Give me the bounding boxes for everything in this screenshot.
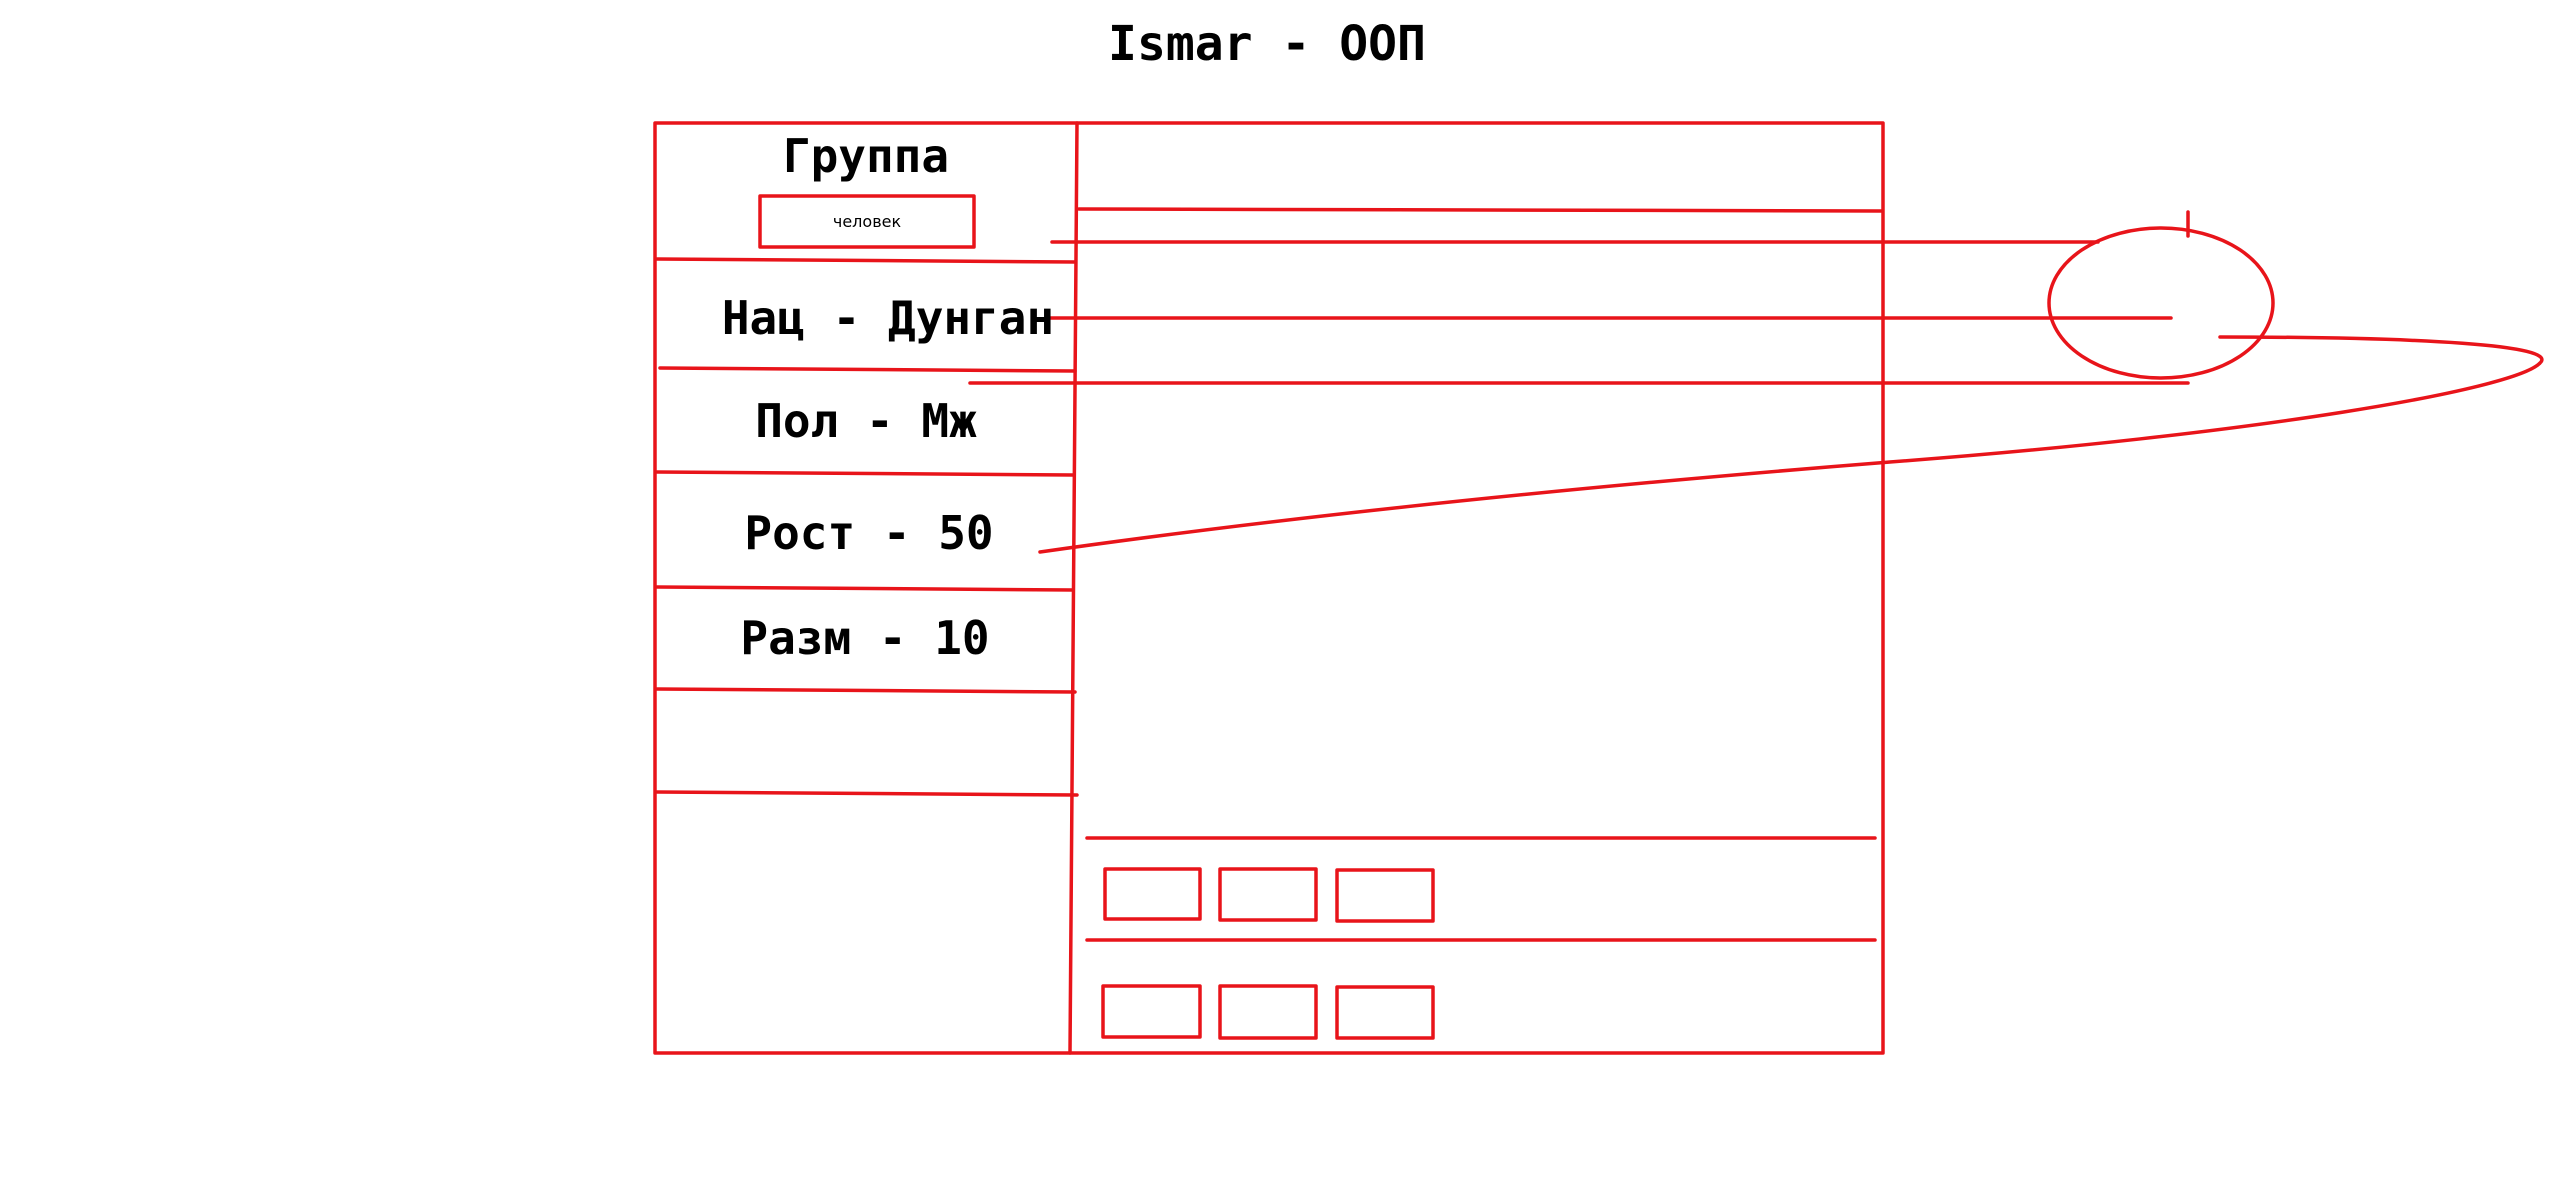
loop-connector-curve xyxy=(1038,335,2544,554)
action-button-row1-1[interactable] xyxy=(1103,867,1202,921)
person-button[interactable] xyxy=(758,194,976,249)
field-nationality: Нац - Дунган xyxy=(722,291,1054,345)
action-button-row2-2[interactable] xyxy=(1218,984,1318,1040)
field-size: Разм - 10 xyxy=(740,611,989,665)
avatar-circle xyxy=(2047,226,2275,380)
sidebar-row-separator-2 xyxy=(658,366,1077,373)
action-button-row1-3[interactable] xyxy=(1335,868,1435,923)
main-header-line xyxy=(1077,207,1883,213)
field-gender: Пол - Мж xyxy=(755,394,977,448)
sidebar-row-separator-6 xyxy=(655,790,1079,797)
sidebar-row-separator-3 xyxy=(655,470,1075,477)
sidebar-row-separator-5 xyxy=(655,687,1077,694)
action-button-row1-2[interactable] xyxy=(1218,867,1318,922)
sidebar-divider xyxy=(1068,121,1079,1055)
main-frame xyxy=(653,121,1885,1055)
group-heading: Группа xyxy=(783,129,949,183)
person-button-label: человек xyxy=(833,212,902,231)
diagram-title: Ismar - ООП xyxy=(1108,16,1426,72)
sidebar-row-separator-4 xyxy=(655,585,1075,592)
action-button-row2-1[interactable] xyxy=(1101,984,1202,1039)
action-button-row2-3[interactable] xyxy=(1335,985,1435,1040)
red-strokes xyxy=(653,121,2544,1055)
field-height: Рост - 50 xyxy=(744,506,993,560)
sidebar-row-separator-1 xyxy=(655,257,1077,264)
